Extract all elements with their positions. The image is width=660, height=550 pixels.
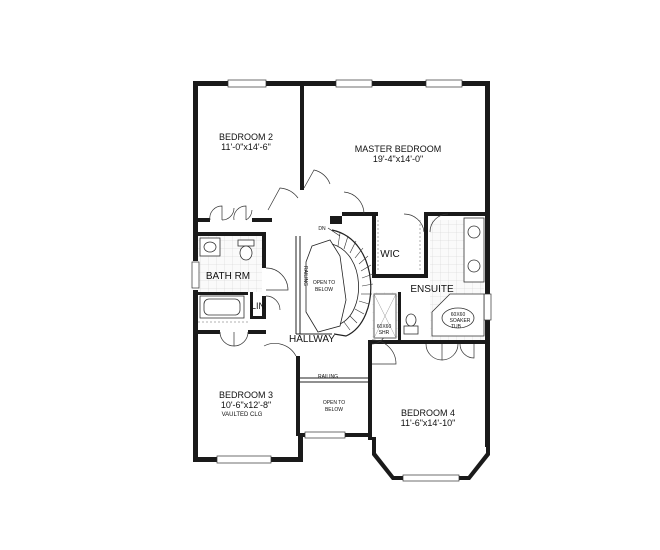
- master-bedroom-dims: 19'-4"x14'-0": [373, 154, 423, 164]
- doors: [209, 169, 475, 365]
- bedroom-3-note: VAULTED CLG: [222, 412, 263, 418]
- tub-type-label: SOAKER: [450, 318, 471, 324]
- open-to-below-stair-line1: OPEN TO: [313, 280, 335, 286]
- bedroom-2-name: BEDROOM 2: [219, 132, 273, 142]
- railing-horizontal-label: RAILING: [318, 374, 338, 380]
- wic-shelving: [377, 220, 421, 272]
- shower-size-label: 60X60: [377, 324, 392, 330]
- dn-label: DN: [318, 226, 326, 232]
- shower-type-label: SHR: [379, 330, 390, 336]
- interior-walls: [198, 86, 486, 440]
- bath-fixtures: [198, 237, 255, 323]
- lin-name: LIN: [251, 301, 265, 311]
- bedroom-2-dims: 11'-0"x14'-6": [221, 142, 271, 152]
- hallway-name: HALLWAY: [289, 334, 335, 345]
- ensuite-fixtures: [373, 217, 485, 339]
- ensuite-name: ENSUITE: [410, 284, 454, 295]
- bedroom-3-name: BEDROOM 3: [219, 390, 273, 400]
- open-to-below-lower-line2: BELOW: [325, 407, 343, 413]
- windows: [191, 79, 492, 482]
- bath-room-name: BATH RM: [206, 271, 250, 282]
- bedroom-4-name: BEDROOM 4: [401, 408, 455, 418]
- wic-name: WIC: [380, 249, 399, 260]
- open-to-below-stair-line2: BELOW: [315, 287, 333, 293]
- bedroom-3-dims: 10'-6"x12'-8": [221, 400, 271, 410]
- curved-staircase: [305, 227, 374, 337]
- open-to-below-lower-line1: OPEN TO: [323, 400, 345, 406]
- railing-vertical-label: RAILING: [302, 266, 308, 286]
- railings: [295, 236, 368, 383]
- tub-label: TUB: [451, 324, 462, 330]
- tub-size-label: 60X60: [451, 312, 466, 318]
- master-bedroom-name: MASTER BEDROOM: [355, 144, 442, 154]
- bedroom-4-dims: 11'-6"x14'-10": [401, 418, 456, 428]
